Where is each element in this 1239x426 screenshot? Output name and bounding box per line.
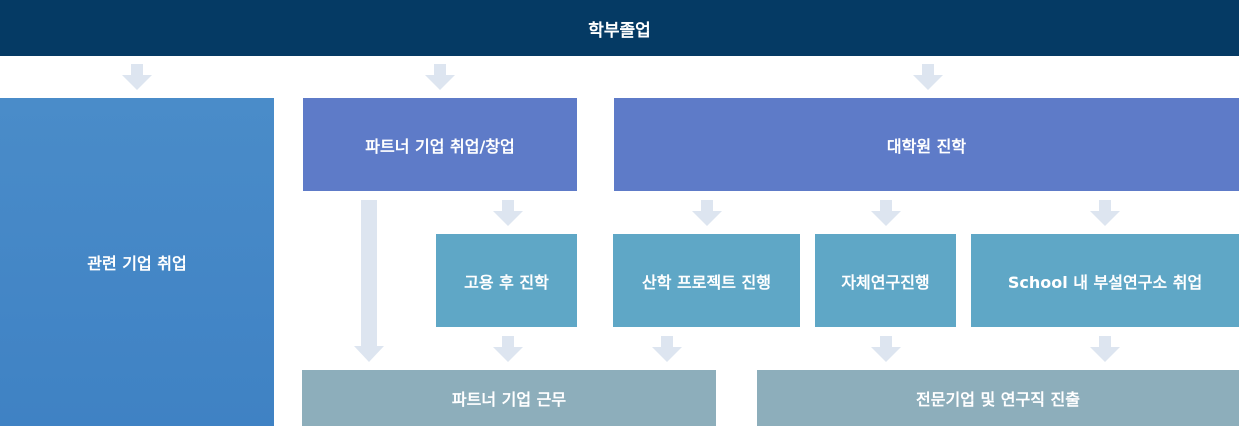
specialist-box: 전문기업 및 연구직 진출 [757,370,1239,426]
employment-then-grad-box: 고용 후 진학 [436,234,577,327]
arrow-down-icon [652,336,682,362]
arrow-down-icon [913,64,943,90]
header-graduation: 학부졸업 [0,0,1239,56]
grad-school-box: 대학원 진학 [614,98,1239,191]
arrow-down-icon [871,200,901,226]
arrow-down-icon [871,336,901,362]
arrow-down-icon [692,200,722,226]
partner-work-box: 파트너 기업 근무 [302,370,716,426]
partner-employment-box: 파트너 기업 취업/창업 [303,98,577,191]
arrow-down-icon [493,200,523,226]
related-employment-box: 관련 기업 취업 [0,98,274,426]
partner-work-label: 파트너 기업 근무 [451,390,567,409]
arrow-down-icon [1090,336,1120,362]
grad-school-label: 대학원 진학 [886,136,967,156]
employment-then-grad-label: 고용 후 진학 [464,272,549,292]
arrow-down-icon [425,64,455,90]
industry-project-box: 산학 프로젝트 진행 [613,234,800,327]
arrow-down-icon [122,64,152,90]
self-research-label: 자체연구진행 [841,272,930,292]
header-title: 학부졸업 [588,20,651,41]
specialist-label: 전문기업 및 연구직 진출 [916,390,1080,409]
industry-project-label: 산학 프로젝트 진행 [642,272,771,292]
self-research-box: 자체연구진행 [815,234,956,327]
related-employment-label: 관련 기업 취업 [87,254,187,273]
arrow-down-icon [1090,200,1120,226]
arrow-down-icon [493,336,523,362]
partner-employment-label: 파트너 기업 취업/창업 [365,136,515,156]
school-lab-box: School 내 부설연구소 취업 [971,234,1239,327]
long-arrow-down-icon [354,200,384,362]
school-lab-label: School 내 부설연구소 취업 [1007,272,1203,292]
